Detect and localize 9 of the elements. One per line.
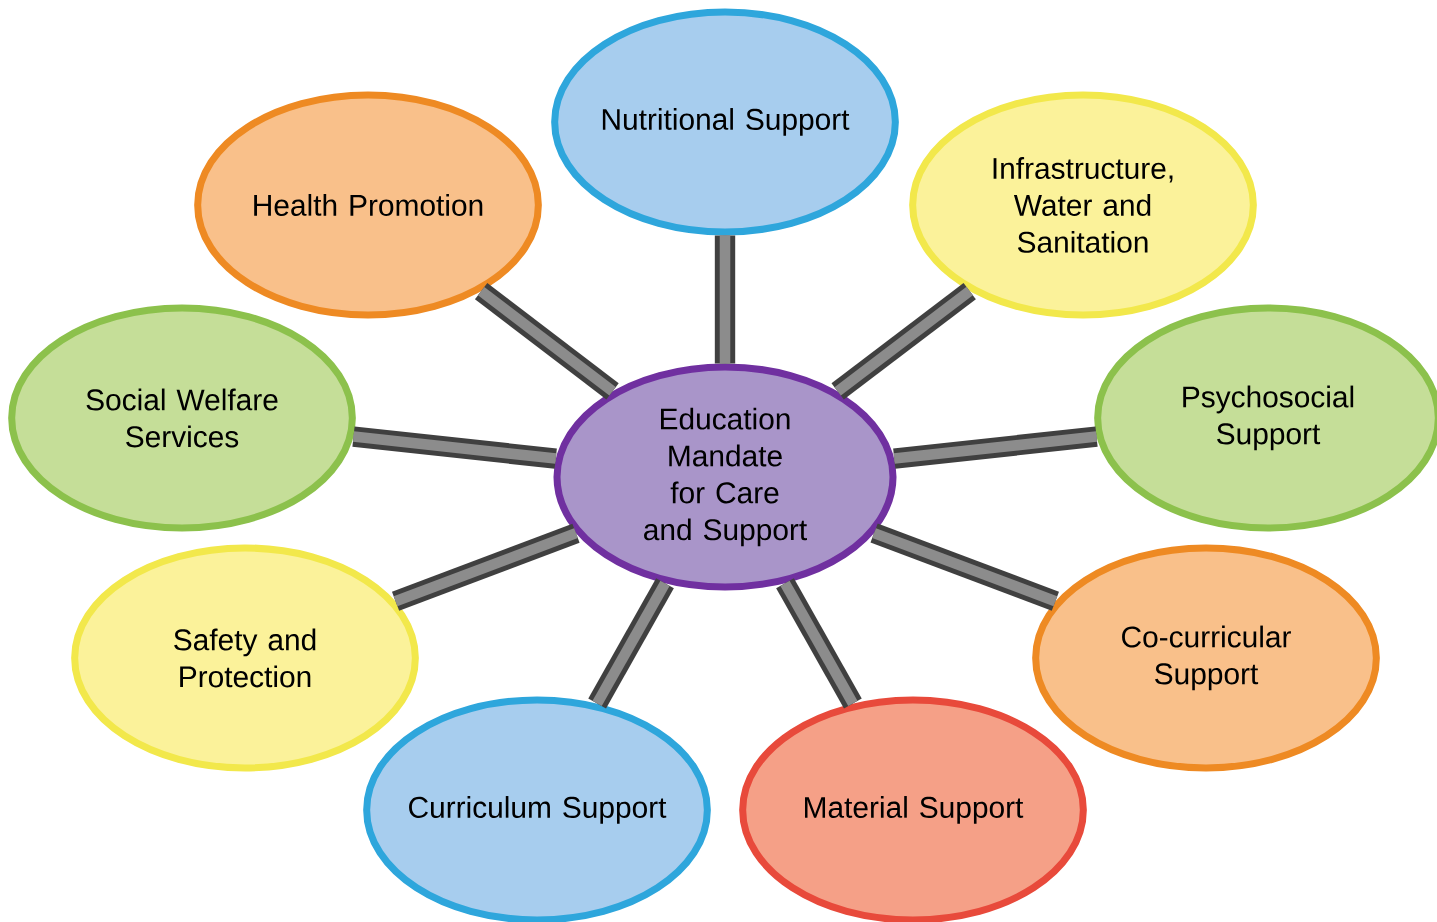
connector-bar <box>776 578 862 709</box>
connector-bar <box>831 282 976 400</box>
connector-bar <box>474 283 619 400</box>
connector-bar <box>870 523 1059 611</box>
connector-bar <box>352 426 557 469</box>
connector-bar <box>391 523 580 611</box>
connector-bar <box>588 578 674 709</box>
connector-bar <box>714 235 736 364</box>
connector-bar <box>893 426 1098 469</box>
